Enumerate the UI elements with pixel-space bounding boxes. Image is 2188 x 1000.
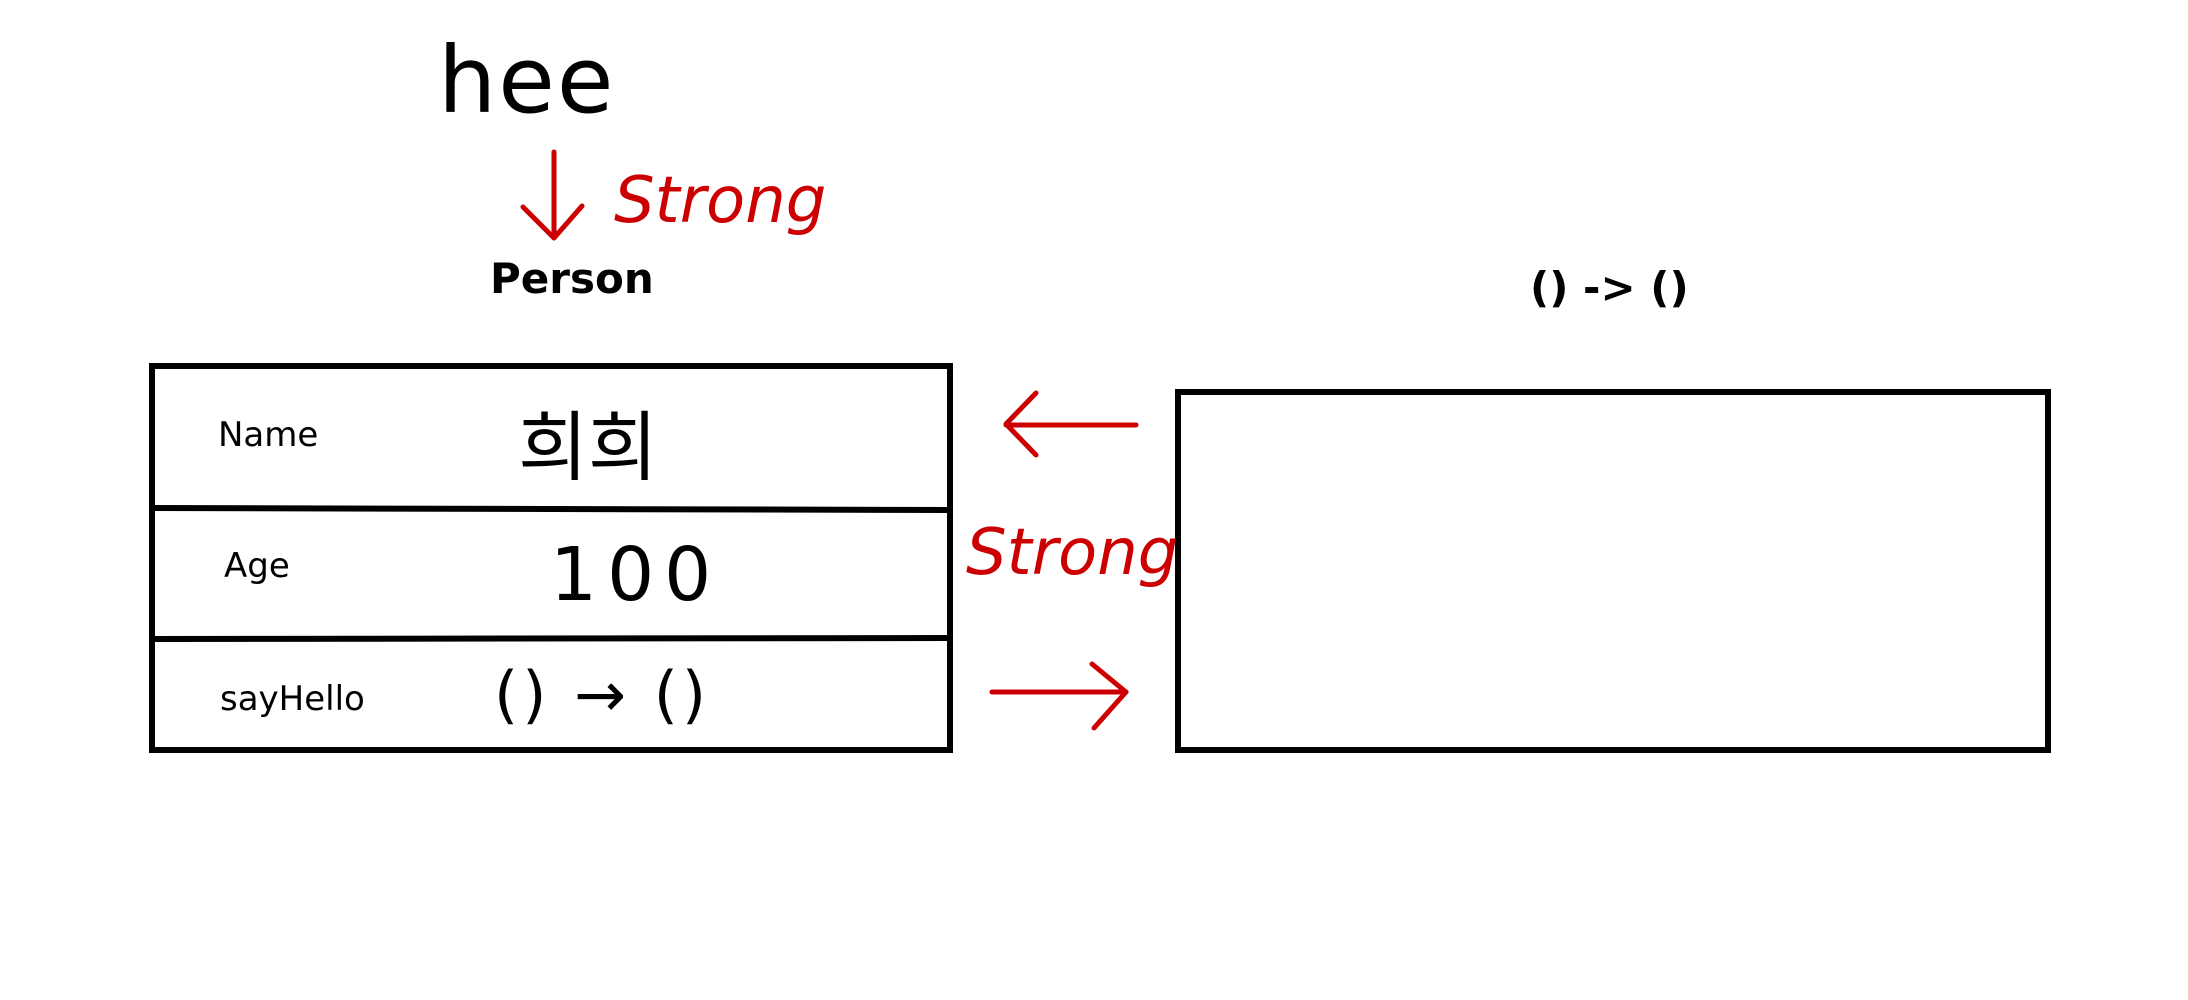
closure-box <box>1175 389 2051 753</box>
strong-arrow-down <box>520 149 585 241</box>
closure-title: () -> () <box>1530 263 1689 312</box>
row-label-sayhello: sayHello <box>220 679 365 719</box>
row-label-age: Age <box>224 546 290 586</box>
row-value-sayhello: () → () <box>494 658 710 731</box>
row-value-name: 희희 <box>518 403 658 492</box>
person-table <box>149 363 953 753</box>
person-title: Person <box>490 254 654 303</box>
row-divider-1 <box>151 505 953 513</box>
row-value-age: 100 <box>550 532 721 618</box>
strong-label-middle: Strong <box>966 516 1178 590</box>
strong-arrow-left <box>1003 390 1139 458</box>
person-table-frame <box>149 363 953 753</box>
strong-label-top: Strong <box>614 164 826 238</box>
row-label-name: Name <box>218 415 318 455</box>
variable-name: hee <box>438 27 616 134</box>
strong-arrow-right <box>989 661 1129 731</box>
row-divider-2 <box>151 635 951 642</box>
